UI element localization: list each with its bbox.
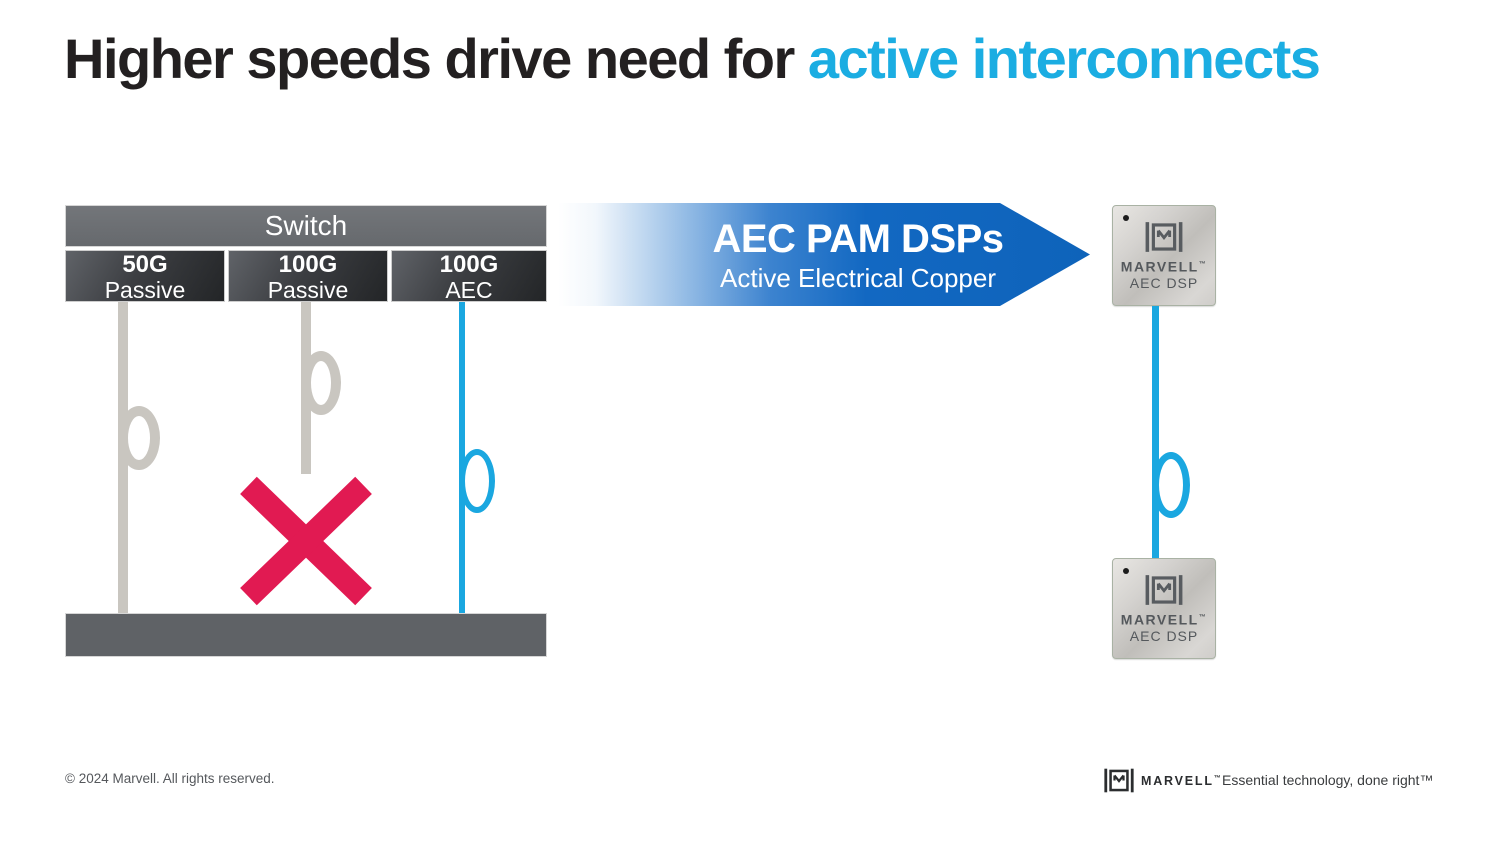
port-speed: 100G bbox=[439, 251, 499, 278]
arrow-shape bbox=[558, 203, 1090, 306]
server-shelf-bar bbox=[65, 613, 547, 657]
footer-tagline: Essential technology, done right™ bbox=[1222, 772, 1434, 788]
footer-brand-wordmark: MARVELL™ bbox=[1141, 773, 1223, 788]
footer-copyright: © 2024 Marvell. All rights reserved. bbox=[65, 771, 275, 786]
title-black-text: Higher speeds drive need for bbox=[64, 27, 808, 90]
page-title: Higher speeds drive need for active inte… bbox=[64, 26, 1321, 92]
port-speed: 50G bbox=[122, 251, 168, 278]
chip-label: AEC DSP bbox=[1129, 274, 1199, 291]
trademark: ™ bbox=[1198, 261, 1208, 268]
aec-chip-cable-loop bbox=[1152, 452, 1190, 518]
arrow-subtitle: Active Electrical Copper bbox=[720, 262, 996, 293]
trademark: ™ bbox=[1198, 614, 1208, 621]
aec-dsp-chip-top: MARVELL™ AEC DSP bbox=[1112, 205, 1216, 306]
port-speed: 100G bbox=[278, 251, 338, 278]
aec-dsp-chip-bottom: MARVELL™ AEC DSP bbox=[1112, 558, 1216, 659]
aec-arrow: AEC PAM DSPs Active Electrical Copper bbox=[558, 203, 1090, 306]
cable-100g-aec-loop bbox=[459, 449, 495, 513]
port-50g-passive: 50G Passive bbox=[65, 250, 225, 302]
port-100g-passive: 100G Passive bbox=[228, 250, 388, 302]
port-100g-aec: 100G AEC bbox=[391, 250, 547, 302]
title-accent-text: active interconnects bbox=[807, 27, 1321, 90]
cable-100g-aec bbox=[459, 302, 465, 615]
cable-100g-passive-loop bbox=[301, 351, 341, 415]
port-type: Passive bbox=[267, 277, 349, 303]
trademark: ™ bbox=[1213, 774, 1223, 782]
pin1-dot-icon bbox=[1123, 215, 1129, 221]
arrow-title: AEC PAM DSPs bbox=[712, 216, 1004, 261]
marvell-logo: MARVELL™ bbox=[1104, 767, 1223, 794]
marvell-emblem-icon bbox=[1145, 575, 1183, 605]
chip-label: AEC DSP bbox=[1129, 627, 1199, 644]
arrow-text: AEC PAM DSPs Active Electrical Copper bbox=[666, 203, 1050, 306]
aec-chip-cable bbox=[1152, 306, 1159, 560]
chip-brand: MARVELL™ bbox=[1120, 611, 1208, 628]
failure-x-icon bbox=[239, 476, 372, 606]
chip-brand: MARVELL™ bbox=[1120, 258, 1208, 275]
switch-header: Switch bbox=[65, 205, 547, 247]
port-type: Passive bbox=[104, 277, 186, 303]
marvell-emblem-icon bbox=[1145, 222, 1183, 252]
cable-50g-passive-loop bbox=[118, 406, 160, 470]
marvell-emblem-icon bbox=[1104, 768, 1134, 793]
pin1-dot-icon bbox=[1123, 568, 1129, 574]
port-type: AEC bbox=[445, 277, 493, 303]
